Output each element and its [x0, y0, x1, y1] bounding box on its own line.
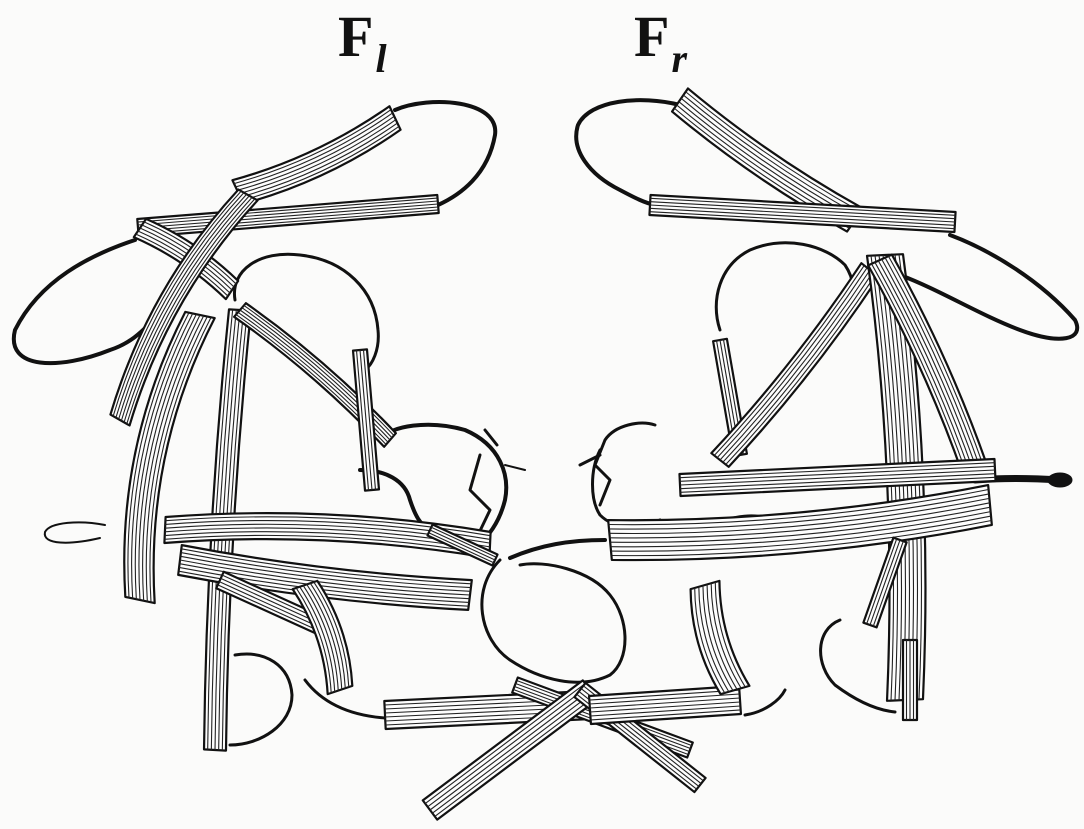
beta-strand-28 — [691, 581, 750, 694]
beta-strand-27 — [903, 640, 917, 720]
beta-strand-1 — [232, 106, 400, 204]
beta-strand-25 — [608, 485, 992, 560]
beta-strand-21 — [711, 263, 878, 467]
beta-strand-2 — [137, 195, 438, 237]
strand-outline — [608, 485, 992, 560]
ribbon-strands — [110, 88, 995, 819]
strand-outline — [232, 106, 400, 204]
